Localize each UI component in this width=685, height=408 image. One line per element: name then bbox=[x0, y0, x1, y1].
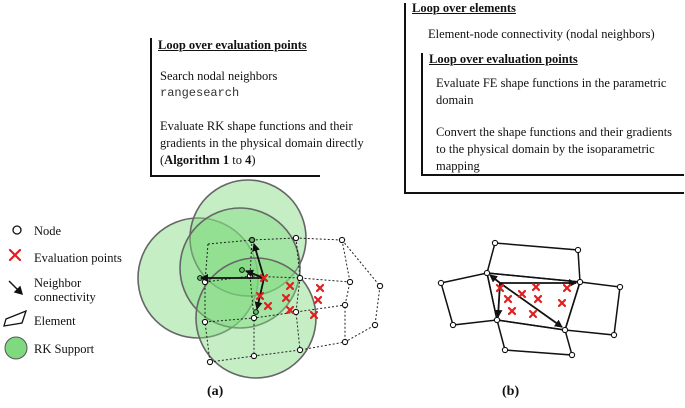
element-top bbox=[486, 242, 581, 283]
element-right bbox=[564, 281, 621, 336]
neighbor-connectivity-icon bbox=[8, 280, 24, 296]
panel-b-inner-bracket-bottom bbox=[421, 174, 684, 176]
rk-support-bottom bbox=[195, 257, 317, 379]
panel-b-convert-line2: to the physical domain by the isoparamet… bbox=[436, 142, 655, 156]
panel-a-evaluate-line2: gradients in the physical domain directl… bbox=[160, 136, 364, 150]
panel-a-evaluate-line1: Evaluate RK shape functions and their bbox=[160, 119, 353, 133]
rk-support-icon bbox=[4, 336, 28, 360]
panel-a-caption: (a) bbox=[207, 384, 224, 399]
rk-support-top bbox=[189, 179, 307, 297]
panel-b-nodes bbox=[437, 239, 624, 359]
rk-support-left bbox=[137, 217, 259, 339]
panel-b-outer-bracket-bottom bbox=[404, 192, 684, 194]
panel-b-fe-line1: Evaluate FE shape functions in the param… bbox=[436, 76, 667, 90]
panel-b-convert-line3: mapping bbox=[436, 159, 480, 173]
panel-b-evaluation-points bbox=[495, 282, 572, 319]
panel-b-connectivity: Element-node connectivity (nodal neighbo… bbox=[428, 27, 655, 41]
legend-neighbor-label-1: Neighbor bbox=[34, 276, 82, 290]
algorithm-ref-4: 4 bbox=[245, 153, 252, 167]
panel-a-neighbor-nodes bbox=[197, 237, 259, 315]
paren-open: ( bbox=[160, 153, 165, 167]
legend-icons bbox=[3, 225, 28, 360]
panel-a-bracket-vertical bbox=[150, 38, 152, 176]
panel-b-caption: (b) bbox=[502, 384, 520, 399]
panel-b-outer-bracket-vertical bbox=[404, 3, 406, 193]
legend-neighbor-label-2: connectivity bbox=[34, 290, 96, 304]
legend-support-label: RK Support bbox=[34, 342, 95, 356]
panel-a-search-neighbors: Search nodal neighbors bbox=[160, 69, 278, 83]
panel-a-connectivity-arrows bbox=[200, 243, 265, 310]
rk-support-circles bbox=[137, 179, 317, 379]
to-word: to bbox=[229, 153, 246, 167]
panel-b-convert-line1: Convert the shape functions and their gr… bbox=[436, 125, 673, 139]
fe-mesh bbox=[440, 242, 621, 356]
panel-a-loop-title: Loop over evaluation points bbox=[158, 38, 307, 52]
dotted-mesh bbox=[204, 237, 381, 363]
node-icon bbox=[12, 225, 22, 235]
panel-a-bracket-bottom bbox=[150, 175, 320, 177]
element-left bbox=[440, 272, 498, 326]
panel-a-evaluation-points bbox=[255, 273, 325, 320]
panel-a-evaluate-line3: (Algorithm 1 to 4) bbox=[160, 152, 256, 169]
panel-a-nodes bbox=[201, 234, 384, 366]
panel-b-outer-title: Loop over elements bbox=[412, 1, 516, 15]
legend-node-label: Node bbox=[34, 224, 62, 238]
panel-b-connectivity-arrows bbox=[489, 274, 577, 328]
element-icon bbox=[3, 309, 28, 327]
algorithm-ref-1: Algorithm 1 bbox=[164, 153, 230, 167]
panel-b-inner-bracket-vertical bbox=[421, 53, 423, 175]
paren-close: ) bbox=[251, 153, 256, 167]
element-center bbox=[486, 272, 581, 331]
panel-a-rangesearch-code: rangesearch bbox=[160, 86, 240, 100]
panel-b-fe-line2: domain bbox=[436, 93, 474, 107]
evaluation-point-icon bbox=[8, 248, 22, 262]
panel-b-inner-title: Loop over evaluation points bbox=[429, 52, 578, 66]
element-bottom bbox=[495, 319, 574, 356]
legend-eval-label: Evaluation points bbox=[34, 251, 122, 265]
rk-support-mid bbox=[179, 207, 301, 329]
legend-element-label: Element bbox=[34, 314, 76, 328]
